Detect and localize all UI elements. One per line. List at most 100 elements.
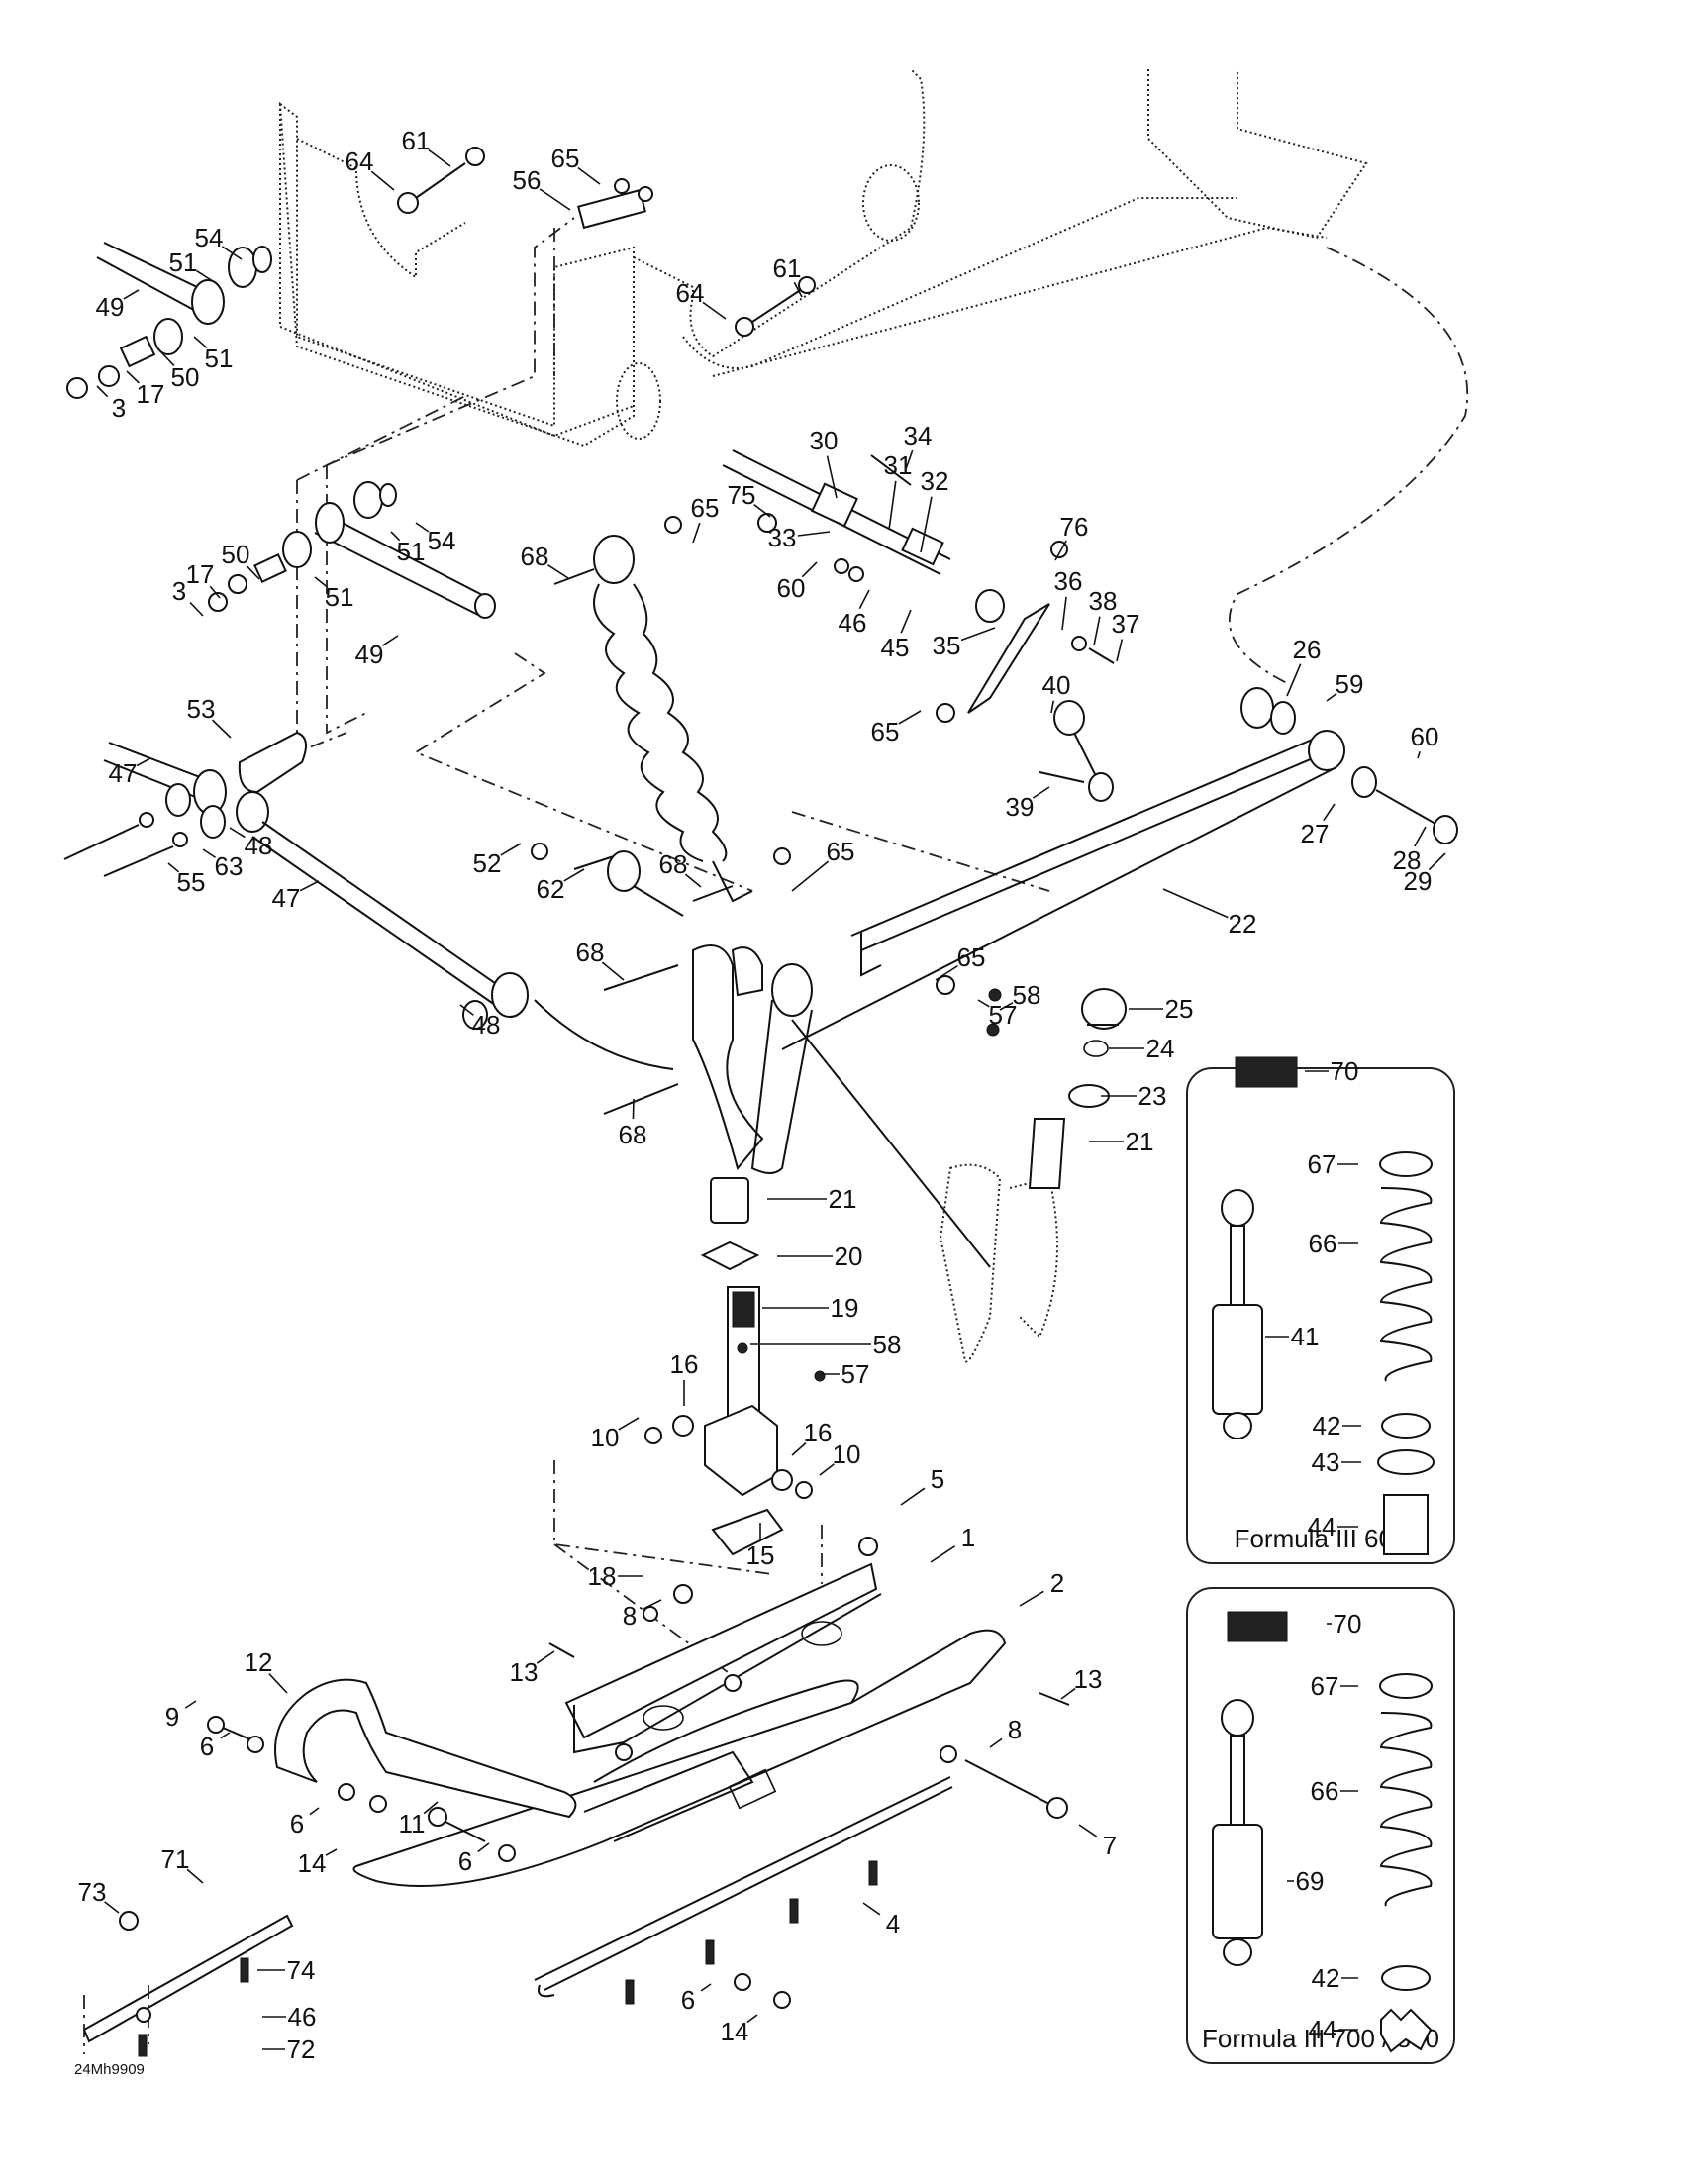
callout-71: 71	[160, 1844, 190, 1874]
callout-62: 62	[536, 874, 565, 904]
leader-line-51	[314, 576, 329, 588]
bolts	[397, 147, 816, 337]
callout-12: 12	[244, 1647, 273, 1677]
leader-line-3	[96, 385, 109, 398]
callout-68: 68	[520, 542, 549, 571]
callout-35: 35	[932, 631, 961, 660]
leader-line-16	[791, 1442, 807, 1456]
leader-line-68	[632, 1098, 635, 1120]
callout-70: 70	[1330, 1056, 1359, 1086]
callout-67: 67	[1310, 1671, 1339, 1701]
callout-72: 72	[286, 2035, 316, 2064]
leader-line-52	[500, 843, 522, 856]
leader-line-34	[905, 449, 914, 470]
leader-line-57	[977, 999, 990, 1008]
callout-10: 10	[590, 1423, 620, 1452]
leader-line-27	[1323, 803, 1336, 822]
leader-line-7	[1078, 1824, 1098, 1837]
callout-74: 74	[286, 1955, 316, 1985]
callout-49: 49	[354, 640, 384, 669]
callout-42: 42	[1311, 1963, 1340, 1993]
inset-formula-iii-600: Formula III 600	[1186, 1067, 1455, 1564]
callout-49: 49	[95, 292, 125, 322]
shock-absorber	[553, 516, 791, 903]
leader-line-29	[1428, 852, 1446, 871]
callout-13: 13	[509, 1657, 539, 1687]
callout-1: 1	[960, 1523, 976, 1552]
leader-line-51	[193, 336, 208, 349]
callout-55: 55	[176, 867, 206, 897]
leader-line-59	[1326, 692, 1337, 702]
leader-line-6	[700, 1983, 712, 1992]
callout-25: 25	[1164, 994, 1194, 1024]
callout-6: 6	[680, 1985, 696, 2015]
leader-line-37	[1116, 639, 1124, 662]
leader-line-31	[888, 480, 897, 531]
callout-2: 2	[1049, 1568, 1065, 1598]
callout-19: 19	[830, 1293, 859, 1323]
callout-4: 4	[885, 1909, 901, 1938]
callout-29: 29	[1403, 866, 1433, 896]
callout-7: 7	[1102, 1831, 1118, 1860]
callout-45: 45	[880, 633, 910, 662]
leader-line-61	[793, 281, 803, 298]
callout-32: 32	[920, 466, 949, 496]
leader-line-50	[246, 564, 260, 580]
callout-34: 34	[903, 421, 933, 450]
callout-58: 58	[1012, 980, 1041, 1010]
assembly-lines	[296, 217, 1050, 1684]
leader-line-40	[1050, 700, 1054, 714]
a-arm	[781, 687, 1458, 1050]
leader-line-14	[746, 2014, 758, 2024]
callout-41: 41	[1290, 1322, 1320, 1351]
leader-line-49	[381, 635, 399, 646]
callout-64: 64	[345, 147, 374, 176]
callout-38: 38	[1088, 586, 1118, 616]
lower-links	[63, 731, 684, 1070]
leader-line-12	[268, 1673, 288, 1694]
callout-40: 40	[1041, 670, 1071, 700]
callout-63: 63	[214, 851, 244, 881]
callout-66: 66	[1308, 1229, 1337, 1258]
callout-33: 33	[767, 523, 797, 552]
callout-47: 47	[271, 883, 301, 913]
leader-line-11	[423, 1801, 439, 1815]
carbide-runner	[82, 1911, 294, 2057]
upper-link	[66, 242, 496, 619]
leader-line-8	[643, 1599, 662, 1610]
callout-5: 5	[930, 1464, 945, 1494]
leader-line-6	[477, 1842, 490, 1853]
leader-line-51	[390, 531, 401, 542]
leader-line-35	[960, 627, 996, 642]
callout-16: 16	[803, 1418, 833, 1447]
leader-line-14	[325, 1848, 338, 1856]
leader-line-53	[211, 719, 232, 739]
leader-line-46	[858, 589, 870, 610]
callout-11: 11	[398, 1809, 426, 1838]
leader-line-71	[186, 1868, 204, 1884]
leader-line-2	[1019, 1590, 1044, 1607]
callout-10: 10	[832, 1439, 861, 1469]
leader-line-68	[601, 961, 625, 981]
callout-51: 51	[168, 248, 198, 277]
leader-line-36	[1061, 596, 1067, 631]
steering-parts	[722, 449, 1115, 802]
callout-48: 48	[471, 1010, 501, 1040]
leader-line-22	[1162, 888, 1229, 919]
callout-57: 57	[841, 1359, 870, 1389]
callout-8: 8	[1007, 1715, 1023, 1744]
leader-line-13	[536, 1650, 555, 1664]
leader-line-54	[415, 522, 430, 533]
callout-51: 51	[204, 344, 234, 373]
ski-assembly	[352, 1537, 1070, 2009]
leader-line-32	[920, 496, 933, 553]
callout-54: 54	[194, 223, 224, 252]
callout-75: 75	[727, 480, 756, 510]
callout-52: 52	[472, 848, 502, 878]
callout-61: 61	[772, 253, 802, 283]
callout-60: 60	[1410, 722, 1439, 751]
spindle-column	[644, 1177, 826, 1556]
callout-17: 17	[185, 559, 215, 589]
callout-60: 60	[776, 573, 806, 603]
callout-36: 36	[1053, 566, 1083, 596]
